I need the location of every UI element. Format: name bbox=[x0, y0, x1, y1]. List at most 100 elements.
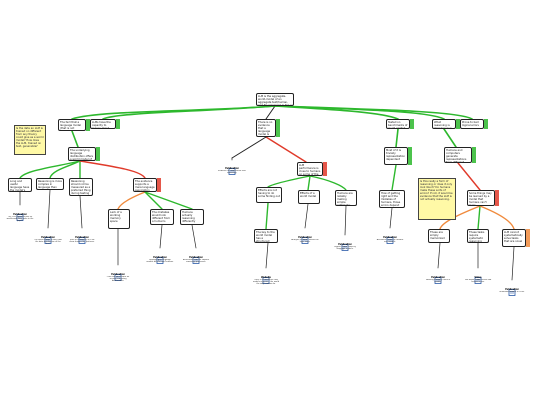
support-bar bbox=[96, 147, 100, 161]
support-bar bbox=[86, 119, 90, 131]
source-link bbox=[304, 203, 309, 229]
source-type-label: Publication bbox=[153, 256, 167, 259]
rebuttal-link bbox=[479, 205, 515, 230]
root-claim[interactable]: LLM is the aggregate-world-model of an a… bbox=[256, 93, 294, 106]
source-type-label: Publication bbox=[13, 213, 27, 216]
support-link bbox=[144, 191, 163, 210]
oppose-bar bbox=[323, 162, 327, 176]
source-link bbox=[159, 224, 163, 249]
source-type-label: Publication bbox=[338, 243, 352, 246]
claim-box[interactable]: The mistakes would look different from a… bbox=[150, 209, 174, 225]
support-bar bbox=[276, 119, 280, 137]
claim-box[interactable]: Tested on benchmarks of world-related re… bbox=[386, 119, 410, 129]
source-text: Relational models in LLMs. bbox=[499, 291, 525, 293]
claim-box[interactable]: LLMs have the capacity to reason about t… bbox=[90, 119, 116, 129]
source-type-label: Publication bbox=[189, 256, 203, 259]
oppose-bar bbox=[157, 178, 161, 192]
claim-box[interactable]: Lack of a working memory space bbox=[108, 209, 130, 229]
publication-icon[interactable] bbox=[508, 281, 516, 296]
source-text: Reasoning in language models differs fro… bbox=[146, 259, 174, 264]
claim-box[interactable]: Most of it is trivially representation d… bbox=[384, 147, 408, 165]
claim-box[interactable]: Reasoning should not be measured as a pr… bbox=[69, 178, 93, 196]
source-link bbox=[344, 205, 347, 236]
support-bar bbox=[472, 147, 476, 163]
support-link bbox=[49, 160, 81, 179]
claim-box[interactable]: Reasoning is more complex in language th… bbox=[36, 178, 64, 190]
support-bar bbox=[116, 119, 120, 129]
source-text: Talk about model errors and human errors… bbox=[464, 279, 492, 284]
support-link bbox=[391, 164, 397, 191]
publication-icon[interactable] bbox=[301, 229, 309, 244]
claim-box[interactable]: Humans are reliably making simple arithm… bbox=[335, 190, 357, 206]
source-type-label: Publication bbox=[225, 167, 239, 170]
source-text: Arithmetic errors in humans and models. bbox=[376, 239, 404, 244]
support-link bbox=[477, 205, 481, 230]
claim-box[interactable]: Humans actually reasoning differently bbox=[180, 209, 204, 225]
claim-box[interactable]: What reasoning is showing up is not reas… bbox=[432, 119, 456, 129]
source-type-label: Publication bbox=[505, 288, 519, 291]
note-box[interactable]: Is the data an LLM is trained on differe… bbox=[14, 125, 46, 155]
support-link bbox=[102, 105, 276, 120]
source-text: Benchmarks do not capture reasoning proc… bbox=[182, 259, 210, 264]
claim-box[interactable]: There is no evidence that a language mod… bbox=[256, 119, 276, 137]
source-type-label: Publication bbox=[298, 236, 312, 239]
claim-box[interactable]: The key to the world model has a structu… bbox=[254, 229, 278, 243]
claim-box[interactable]: LLM cannot systematically solve tasks th… bbox=[502, 229, 526, 247]
source-type-label: Publication bbox=[41, 236, 55, 239]
oppose-link bbox=[457, 162, 481, 191]
claim-box[interactable]: The evidence supports a mere language as… bbox=[133, 178, 157, 192]
source-text: Working memory limits in models. bbox=[425, 279, 451, 284]
claim-box[interactable]: LLM performance is close to humans on so… bbox=[297, 162, 323, 176]
support-link bbox=[274, 105, 473, 120]
support-link bbox=[443, 128, 457, 148]
publication-icon[interactable] bbox=[44, 229, 52, 244]
source-type-label: Publication bbox=[111, 273, 125, 276]
publication-icon[interactable] bbox=[341, 236, 349, 251]
publication-icon[interactable] bbox=[192, 249, 200, 264]
claim-box[interactable]: These are simply memorized bbox=[428, 229, 450, 243]
source-type-label: Publication bbox=[75, 236, 89, 239]
publication-icon[interactable] bbox=[16, 206, 24, 221]
claim-box[interactable]: Humans and computers generate representa… bbox=[444, 147, 472, 163]
claim-box[interactable]: Effects of a world model bbox=[298, 190, 320, 204]
publication-icon[interactable] bbox=[228, 160, 236, 175]
claim-box[interactable]: The underlying language distribution off… bbox=[68, 147, 96, 161]
video-icon[interactable] bbox=[474, 269, 482, 284]
claim-box[interactable]: Prone to bad logical errors bbox=[460, 119, 484, 129]
source-text: Logical errors made by language models. bbox=[334, 246, 356, 251]
rebuttal-bar bbox=[526, 229, 530, 247]
source-text: There is no evidence that models represe… bbox=[252, 279, 280, 286]
support-link bbox=[395, 128, 399, 148]
oppose-bar bbox=[495, 190, 499, 206]
support-bar bbox=[456, 119, 460, 129]
link bbox=[231, 136, 267, 159]
claim-box[interactable]: Some things may be learned by a model th… bbox=[467, 190, 495, 206]
source-type-label: Website bbox=[261, 276, 271, 279]
source-link bbox=[265, 242, 269, 269]
publication-icon[interactable] bbox=[114, 266, 122, 281]
source-text: The LLM performs well on world-modelling… bbox=[6, 216, 34, 223]
publication-icon[interactable] bbox=[434, 269, 442, 284]
support-link bbox=[71, 130, 79, 148]
support-link bbox=[144, 191, 193, 210]
support-link bbox=[307, 175, 311, 191]
source-link bbox=[191, 224, 197, 249]
publication-icon[interactable] bbox=[156, 249, 164, 264]
source-text: Evidence for association over reasoning. bbox=[218, 170, 246, 175]
claim-box[interactable]: These tasks require systematic reasoning bbox=[467, 229, 489, 243]
support-bar bbox=[484, 119, 488, 129]
source-type-label: Video bbox=[474, 276, 482, 279]
publication-icon[interactable] bbox=[386, 229, 394, 244]
claim-box[interactable]: The fact that a language model (that is … bbox=[58, 119, 86, 131]
support-link bbox=[19, 160, 81, 179]
link bbox=[265, 105, 276, 120]
source-link bbox=[511, 246, 515, 281]
publication-icon[interactable] bbox=[78, 229, 86, 244]
source-link bbox=[47, 189, 51, 229]
claim-box[interactable]: Long and useful language have the model'… bbox=[8, 178, 32, 192]
source-text: Tests of reasoning in LLMs show human-li… bbox=[69, 239, 95, 244]
website-icon[interactable] bbox=[262, 269, 270, 284]
note-box[interactable]: Is this really a form of reasoning or do… bbox=[418, 178, 456, 220]
claim-box[interactable]: How of getting right and the mistakes of… bbox=[379, 190, 405, 208]
claim-box[interactable]: Effects are not having to do some findin… bbox=[256, 187, 282, 203]
